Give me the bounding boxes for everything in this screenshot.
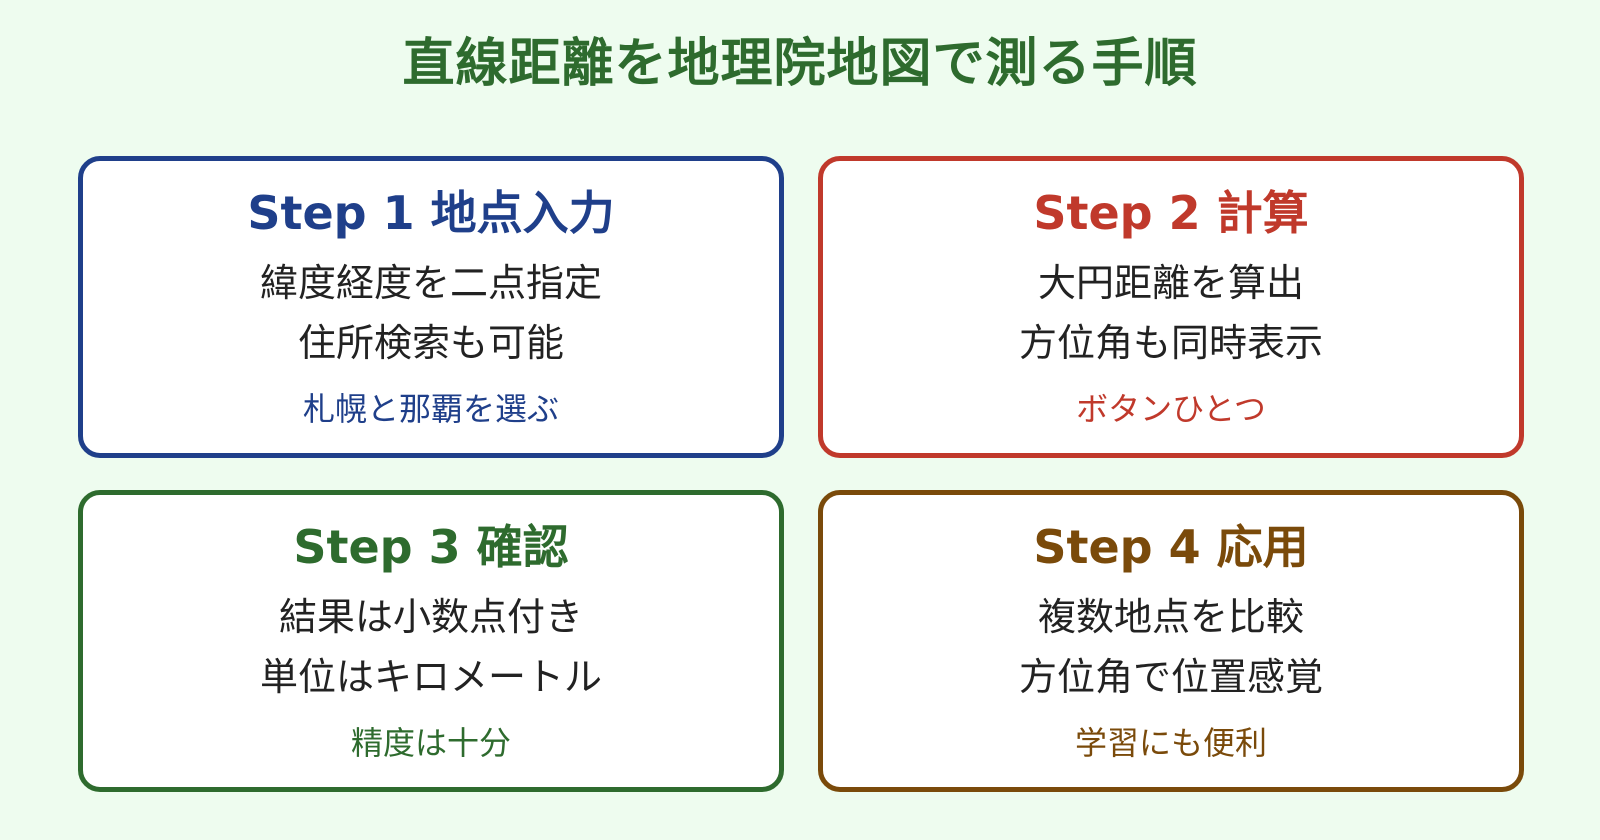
step-2-line-2: 方位角も同時表示	[1018, 321, 1323, 365]
step-3-title: Step 3 確認	[293, 520, 569, 574]
step-4-line-2: 方位角で位置感覚	[1018, 655, 1323, 699]
step-2-title: Step 2 計算	[1033, 186, 1309, 240]
step-1-card: Step 1 地点入力 緯度経度を二点指定 住所検索も可能 札幌と那覇を選ぶ	[78, 156, 784, 458]
step-1-note: 札幌と那覇を選ぶ	[302, 390, 559, 428]
step-1-title: Step 1 地点入力	[247, 186, 615, 240]
step-3-line-1: 結果は小数点付き	[278, 595, 583, 639]
step-1-line-1: 緯度経度を二点指定	[259, 261, 602, 305]
step-4-line-1: 複数地点を比較	[1037, 595, 1304, 639]
step-1-line-2: 住所検索も可能	[297, 321, 564, 365]
step-4-note: 学習にも便利	[1074, 724, 1267, 762]
step-2-card: Step 2 計算 大円距離を算出 方位角も同時表示 ボタンひとつ	[818, 156, 1524, 458]
step-2-line-1: 大円距離を算出	[1037, 261, 1304, 305]
step-3-card: Step 3 確認 結果は小数点付き 単位はキロメートル 精度は十分	[78, 490, 784, 792]
step-4-title: Step 4 応用	[1033, 520, 1309, 574]
step-2-note: ボタンひとつ	[1076, 390, 1266, 428]
steps-grid: Step 1 地点入力 緯度経度を二点指定 住所検索も可能 札幌と那覇を選ぶ S…	[78, 156, 1524, 792]
step-3-note: 精度は十分	[350, 724, 511, 762]
step-3-line-2: 単位はキロメートル	[259, 655, 602, 699]
step-4-card: Step 4 応用 複数地点を比較 方位角で位置感覚 学習にも便利	[818, 490, 1524, 792]
page-title: 直線距離を地理院地図で測る手順	[402, 34, 1198, 94]
